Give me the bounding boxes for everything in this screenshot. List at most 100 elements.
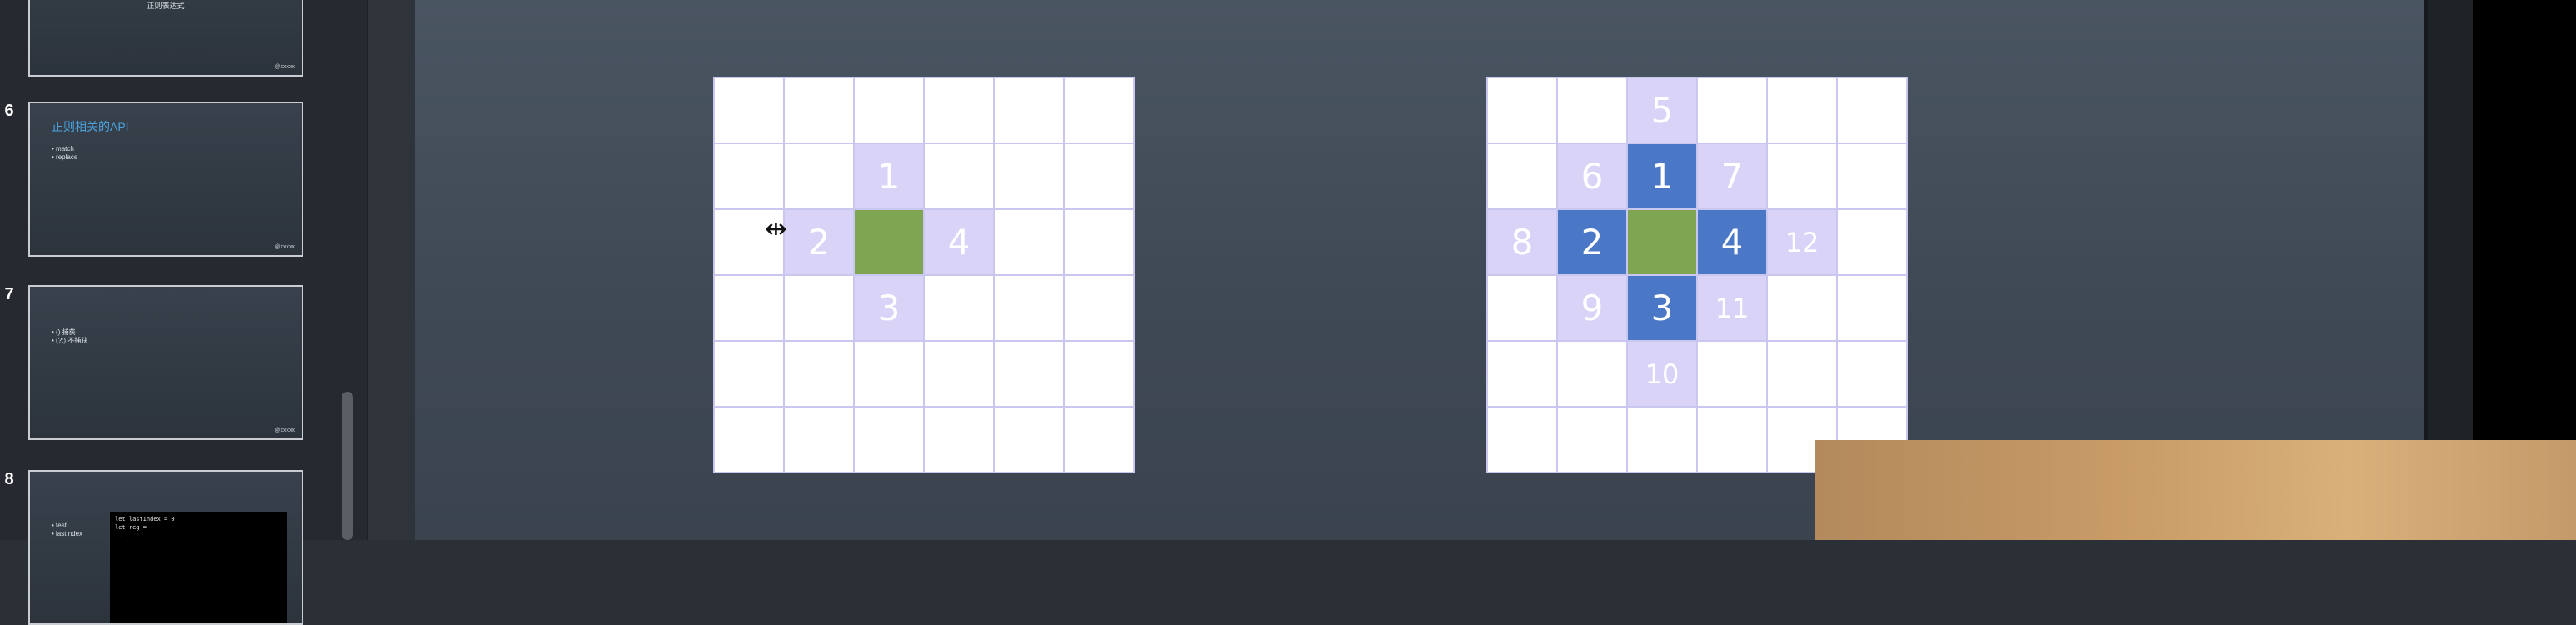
- grid-cell: [785, 276, 853, 340]
- grid-cell: [925, 144, 993, 208]
- grid-cell: [1488, 408, 1556, 472]
- thumbnail-bullets: • match • replace: [52, 145, 77, 162]
- grid-cell: [995, 408, 1063, 472]
- grid-cell: 3: [855, 276, 923, 340]
- grid-cell: [715, 342, 783, 406]
- sidebar-scrollbar[interactable]: [342, 392, 353, 540]
- grid-cell: [1838, 144, 1906, 208]
- grid-cell: [1065, 210, 1133, 274]
- grid-cell: [995, 144, 1063, 208]
- bullet: • match: [52, 145, 74, 152]
- thumbnail-title: 正则表达式: [147, 2, 185, 10]
- grid-cell: [1488, 342, 1556, 406]
- grid-cell: [1768, 144, 1836, 208]
- grid-cell: [1065, 276, 1133, 340]
- grid-cell: 5: [1628, 78, 1696, 142]
- grid-cell: [995, 210, 1063, 274]
- grid-cell: 11: [1698, 276, 1766, 340]
- grid-cell: [995, 276, 1063, 340]
- grid-cell: 12: [1768, 210, 1836, 274]
- slide-thumbnail[interactable]: • test • lastIndex let lastIndex = 0 let…: [28, 470, 303, 625]
- thumbnail-logo: @xxxxx: [274, 244, 295, 250]
- grid-cell: [715, 276, 783, 340]
- grid-cell: [925, 408, 993, 472]
- grid-cell: [1558, 78, 1626, 142]
- grid-cell: [785, 78, 853, 142]
- grid-cell: [715, 210, 783, 274]
- grid-cell: [855, 342, 923, 406]
- bullet: • (?:) 不捕获: [52, 337, 88, 344]
- right-black-area: [2473, 0, 2576, 442]
- grid-cell: [1838, 342, 1906, 406]
- grid-cell: [855, 78, 923, 142]
- right-divider: [2424, 0, 2428, 540]
- grid-cell: 7: [1698, 144, 1766, 208]
- panel-divider[interactable]: [367, 0, 415, 540]
- slide-number: 8: [4, 470, 14, 488]
- grid-cell: [1558, 408, 1626, 472]
- grid-cell: [785, 408, 853, 472]
- grid-cell: [715, 408, 783, 472]
- grid-cell: [1065, 408, 1133, 472]
- grid-cell: [1768, 78, 1836, 142]
- thumbnail-bullets: • test • lastIndex: [52, 522, 82, 538]
- grid-cell: [715, 144, 783, 208]
- grid-cell: [1628, 210, 1696, 274]
- bullet: • replace: [52, 153, 78, 161]
- thumbnail-code-block: let lastIndex = 0 let reg = ...: [110, 512, 287, 623]
- grid-cell: [1488, 78, 1556, 142]
- grid-cell: 8: [1488, 210, 1556, 274]
- grid-cell: [995, 342, 1063, 406]
- slide-thumbnail[interactable]: 正则表达式 @xxxxx: [28, 0, 303, 77]
- grid-cell: 1: [1628, 144, 1696, 208]
- grid-cell: [1488, 276, 1556, 340]
- resize-cursor-icon: ⇹: [765, 213, 787, 243]
- grid-cell: [1698, 408, 1766, 472]
- grid-cell: 4: [1698, 210, 1766, 274]
- grid-cell: [1065, 144, 1133, 208]
- thumbnail-logo: @xxxxx: [274, 428, 295, 433]
- grid-cell: [925, 276, 993, 340]
- grid-cell: [995, 78, 1063, 142]
- grid-cell: [1628, 408, 1696, 472]
- grid-cell: 2: [785, 210, 853, 274]
- webcam-overlay: [1815, 440, 2576, 540]
- grid-cell: 6: [1558, 144, 1626, 208]
- grid-cell: 1: [855, 144, 923, 208]
- grid-cell: [1065, 342, 1133, 406]
- thumbnail-bullets: • () 捕获 • (?:) 不捕获: [52, 328, 87, 345]
- grid-cell: [785, 144, 853, 208]
- bullet: • test: [52, 522, 67, 529]
- grid-cell: [1698, 342, 1766, 406]
- grid-cell: [1698, 78, 1766, 142]
- grid-cell: 3: [1628, 276, 1696, 340]
- slide-thumbnail[interactable]: • () 捕获 • (?:) 不捕获 @xxxxx: [28, 285, 303, 440]
- grid-cell: [1768, 342, 1836, 406]
- grid-cell: [925, 342, 993, 406]
- slide-thumbnail-panel: 正则表达式 @xxxxx 6 正则相关的API • match • replac…: [0, 0, 367, 625]
- grid-cell: [785, 342, 853, 406]
- grid-cell: 2: [1558, 210, 1626, 274]
- grid-cell: [1768, 276, 1836, 340]
- slide-thumbnail[interactable]: 正则相关的API • match • replace @xxxxx: [28, 102, 303, 257]
- slide-number: 7: [4, 285, 14, 303]
- thumbnail-logo: @xxxxx: [274, 64, 295, 70]
- grid-cell: 9: [1558, 276, 1626, 340]
- grid-cell: [715, 78, 783, 142]
- grid-cell: [1065, 78, 1133, 142]
- grid-cell: [1838, 210, 1906, 274]
- slide-number: 6: [4, 102, 14, 120]
- grid-cell: [1838, 276, 1906, 340]
- grid-cell: [925, 78, 993, 142]
- grid-cell: [1838, 78, 1906, 142]
- thumbnail-title: 正则相关的API: [52, 120, 129, 133]
- grid-cell: [855, 210, 923, 274]
- grid-cell: 10: [1628, 342, 1696, 406]
- bullet: • () 捕获: [52, 328, 76, 336]
- grid-cell: 4: [925, 210, 993, 274]
- grid-cell: [1558, 342, 1626, 406]
- grid-cell: [1488, 144, 1556, 208]
- grid-cell: [855, 408, 923, 472]
